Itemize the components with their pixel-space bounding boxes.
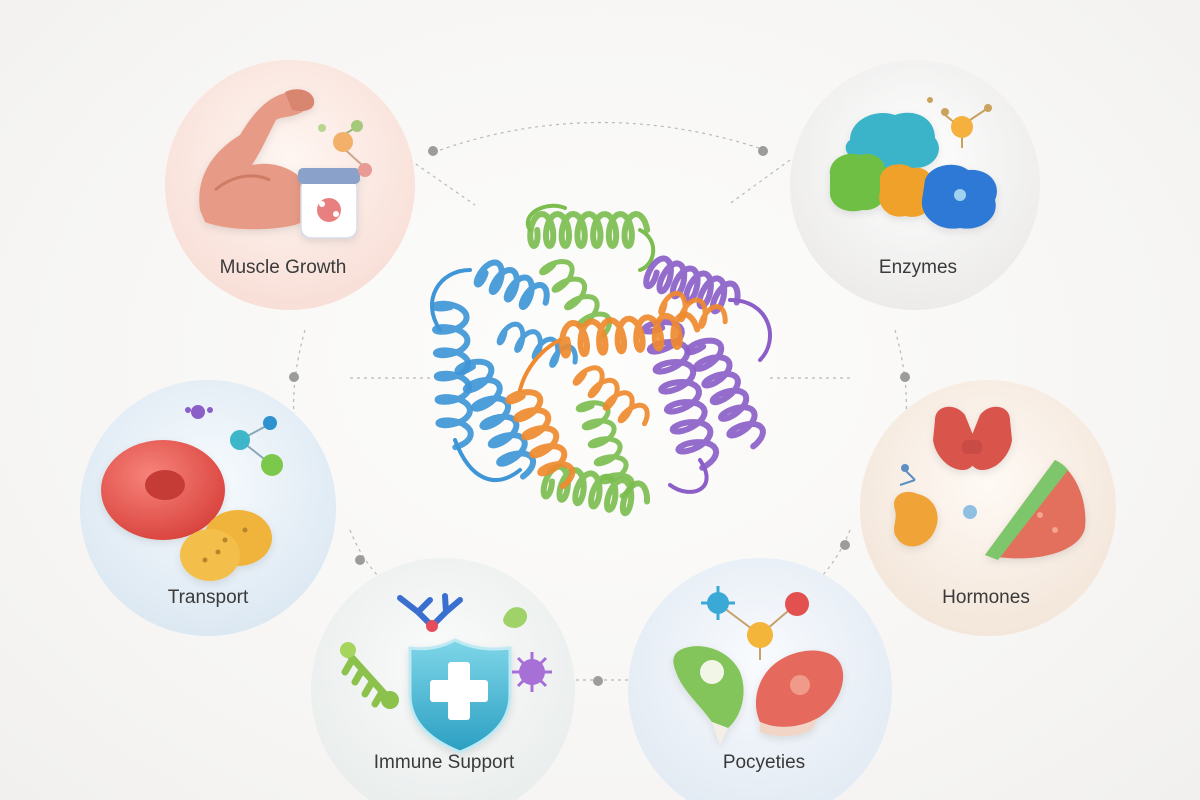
protein-helix — [684, 337, 766, 450]
protein-loop — [638, 228, 656, 272]
node-label-hormones: Hormones — [942, 587, 1030, 608]
connector-tr-in — [727, 159, 791, 206]
node-label-transport: Transport — [168, 587, 249, 608]
bacteria-icon — [503, 607, 528, 628]
protein-helix — [641, 319, 720, 471]
protein-helix — [431, 300, 474, 451]
molecule-icon — [701, 586, 809, 660]
node-label-enzymes: Enzymes — [879, 257, 957, 278]
protein-helix — [658, 290, 728, 329]
protein-helix — [575, 400, 635, 499]
flexed-arm-icon — [199, 89, 315, 230]
connector-tl-in — [409, 159, 476, 206]
node-muscle-growth: Muscle Growth — [165, 60, 415, 310]
protein-loop — [668, 458, 709, 494]
molecule-icon — [899, 464, 977, 519]
virus-icon — [512, 652, 552, 692]
node-label-muscle-growth: Muscle Growth — [220, 257, 347, 278]
red-organ-icon — [755, 650, 844, 737]
connector-dot — [840, 540, 850, 550]
node-enzymes: Enzymes — [790, 60, 1040, 310]
red-blood-cell-icon — [101, 440, 225, 540]
protein-helix — [559, 311, 701, 359]
green-organ-icon — [673, 646, 744, 745]
protein-helix — [643, 255, 741, 315]
node-circle — [628, 558, 892, 800]
node-pocyeties: Pocyeties — [628, 558, 892, 800]
node-label-pocyeties: Pocyeties — [723, 752, 805, 773]
thyroid-gland-icon — [933, 406, 1012, 470]
node-hormones: Hormones — [860, 380, 1116, 636]
shield-cross-icon — [408, 638, 512, 754]
protein-helix — [505, 389, 576, 490]
molecule-icon — [185, 405, 283, 476]
node-circle — [860, 380, 1116, 636]
antibody-icon — [397, 593, 463, 632]
tissue-slice-icon — [985, 460, 1086, 560]
connector-dot — [758, 146, 768, 156]
protein-helix — [496, 321, 578, 368]
transport-molecule-icons — [180, 510, 272, 581]
protein-helix — [454, 358, 536, 480]
protein-helix — [527, 211, 651, 249]
connector-left — [292, 329, 306, 461]
protein-loop — [525, 203, 567, 232]
connector-dot — [355, 555, 365, 565]
adrenal-gland-icon — [894, 491, 938, 547]
enzyme-blob-icons — [829, 112, 997, 229]
protein-structure-illustration — [429, 203, 772, 517]
protein-loop — [429, 268, 472, 332]
connector-dots — [289, 146, 910, 686]
connector-dot — [900, 372, 910, 382]
connector-top — [439, 121, 766, 151]
node-label-immune-support: Immune Support — [374, 752, 515, 773]
protein-helix — [473, 259, 550, 310]
protein-loop — [518, 338, 562, 392]
connector-dot — [428, 146, 438, 156]
protein-loop — [453, 438, 522, 482]
connector-dot — [593, 676, 603, 686]
molecule-icon — [318, 120, 372, 177]
molecule-icon — [927, 97, 992, 148]
protein-helix — [572, 365, 650, 427]
node-transport: Transport — [80, 380, 336, 636]
supplement-jar-icon — [298, 168, 360, 239]
node-immune-support: Immune Support — [311, 558, 575, 800]
connector-right — [894, 329, 908, 461]
connector-dot — [289, 372, 299, 382]
protein-loop — [728, 298, 772, 362]
immune-cell-icon — [340, 642, 399, 709]
